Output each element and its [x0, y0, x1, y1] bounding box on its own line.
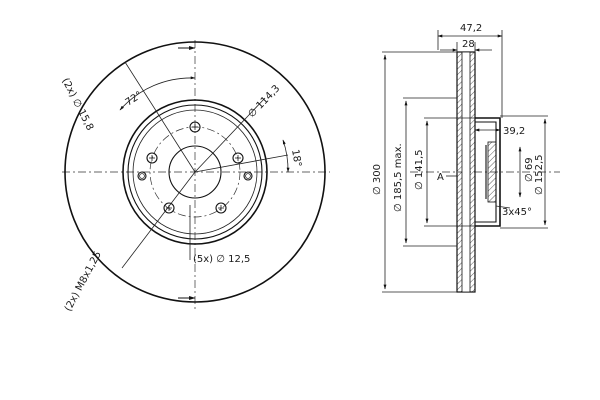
bolt-hole — [146, 152, 158, 164]
label-diameter: ∅ 300 — [372, 164, 383, 195]
angle-arc-72 — [119, 76, 196, 111]
label-ref-a: A — [437, 172, 444, 183]
leader-pcd — [194, 97, 266, 173]
front-view: (2x) ∅ 15,8 72° ∅ 114,3 18° (5x) ∅ 12,5 … — [59, 40, 330, 313]
angle-arc-18 — [282, 139, 290, 173]
bolt-hole — [232, 152, 244, 164]
leader-18deg — [194, 154, 289, 173]
label-hat-height: 39,2 — [503, 126, 525, 137]
bolt-hole-crosses — [149, 124, 241, 211]
hat-outline — [475, 117, 501, 227]
label-disc-width: 28 — [462, 39, 475, 50]
hat-section-hatch — [487, 141, 497, 203]
label-thread: (2x) M8x1,25 — [63, 250, 104, 314]
bolt-hole — [215, 202, 227, 214]
label-chamfer: 3x45° — [502, 207, 532, 218]
label-angle-18: 18° — [289, 149, 303, 168]
threaded-hole-inner — [245, 173, 251, 179]
label-bolt-holes: (5x) ∅ 12,5 — [193, 254, 250, 265]
chamfer-leader — [495, 205, 511, 209]
leader-thread — [121, 171, 196, 269]
outer-disc-edge — [64, 41, 326, 303]
threaded-hole — [137, 171, 147, 181]
side-view: 47,2 28 ∅ 300 ∅ 185,5 max. ∅ 141,5 A 39,… — [372, 23, 560, 293]
label-total-width: 47,2 — [460, 23, 482, 34]
bolt-hole — [189, 121, 201, 133]
label-max: ∅ 185,5 max. — [393, 143, 404, 212]
vent-channel — [461, 51, 471, 293]
threaded-hole-inner — [139, 173, 145, 179]
label-inner: ∅ 141,5 — [414, 149, 425, 190]
threaded-hole — [243, 171, 253, 181]
bolt-hole — [163, 202, 175, 214]
center-bore — [168, 145, 222, 199]
label-pcd: ∅ 114,3 — [246, 83, 282, 120]
label-hub: ∅ 152,5 — [534, 154, 545, 195]
label-2x-hole: (2x) ∅ 15,8 — [59, 76, 95, 132]
label-angle-72: 72° — [124, 90, 145, 109]
label-center-bore: ∅ 69 — [524, 157, 535, 182]
